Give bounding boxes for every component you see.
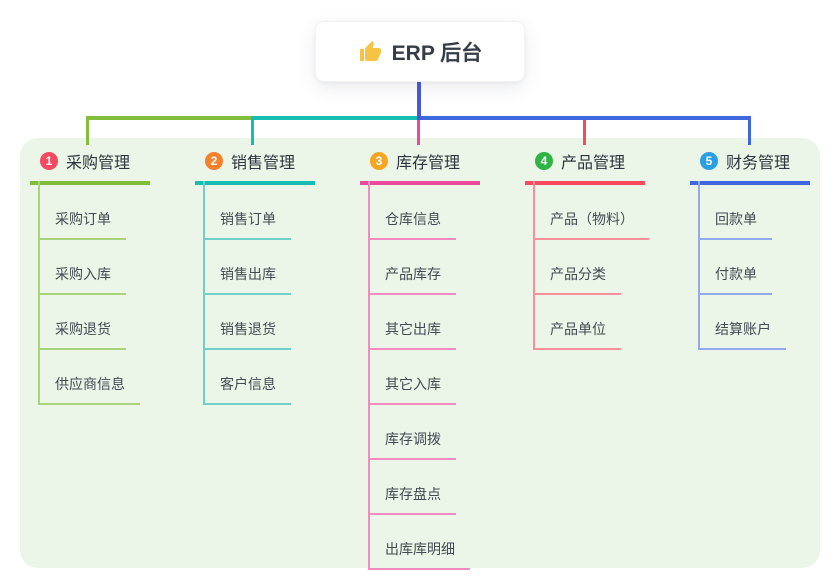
child-node[interactable]: 仓库信息 [368, 209, 456, 240]
child-node-row: 仓库信息 [368, 185, 470, 240]
branch-label: 销售管理 [231, 155, 296, 172]
child-node-row: 付款单 [698, 240, 786, 295]
child-node-row: 库存调拨 [368, 405, 470, 460]
branch-number-badge: 4 [535, 152, 553, 170]
branches-panel [20, 138, 820, 568]
branch-children: 回款单 付款单 结算账户 [698, 181, 786, 350]
child-node-row: 销售退货 [203, 295, 291, 350]
branch-children: 产品（物料） 产品分类 产品单位 [533, 181, 649, 350]
branch-number-badge: 5 [700, 152, 718, 170]
root-title: ERP 后台 [391, 41, 483, 65]
root-node[interactable]: ERP 后台 [315, 21, 525, 82]
child-node-row: 产品分类 [533, 240, 649, 295]
root-connector-line [417, 82, 421, 120]
connector-line-2 [251, 116, 422, 120]
child-node-row: 客户信息 [203, 350, 291, 405]
child-node-row: 销售出库 [203, 240, 291, 295]
branch-3: 3 库存管理 仓库信息 产品库存 其它出库 其它入库 库存调拨 库存盘点 出库库… [360, 145, 520, 570]
child-node-row: 库存盘点 [368, 460, 470, 515]
child-node[interactable]: 采购退货 [38, 319, 126, 350]
child-node-row: 回款单 [698, 185, 786, 240]
branch-number-badge: 2 [205, 152, 223, 170]
branch-4: 4 产品管理 产品（物料） 产品分类 产品单位 [525, 145, 685, 350]
branch-label: 库存管理 [396, 155, 461, 172]
branch-label: 产品管理 [561, 155, 626, 172]
branch-5: 5 财务管理 回款单 付款单 结算账户 [690, 145, 839, 350]
child-node[interactable]: 产品单位 [533, 319, 621, 350]
branch-node-5[interactable]: 5 财务管理 [690, 145, 810, 185]
child-node-row: 销售订单 [203, 185, 291, 240]
child-node[interactable]: 采购订单 [38, 209, 126, 240]
child-node[interactable]: 结算账户 [698, 319, 786, 350]
branch-children: 仓库信息 产品库存 其它出库 其它入库 库存调拨 库存盘点 出库库明细 [368, 181, 470, 570]
child-node[interactable]: 采购入库 [38, 264, 126, 295]
child-node[interactable]: 产品分类 [533, 264, 621, 295]
connector-drop-3 [417, 116, 420, 145]
subtree-line [368, 181, 370, 570]
child-node[interactable]: 回款单 [698, 209, 772, 240]
child-node[interactable]: 供应商信息 [38, 374, 140, 405]
child-node-row: 产品库存 [368, 240, 470, 295]
subtree-line [38, 181, 40, 405]
connector-drop-2 [251, 116, 254, 145]
child-node-row: 其它入库 [368, 350, 470, 405]
child-node-row: 供应商信息 [38, 350, 140, 405]
branch-label: 财务管理 [726, 155, 791, 172]
child-node-row: 产品单位 [533, 295, 649, 350]
subtree-line [203, 181, 205, 405]
branch-node-2[interactable]: 2 销售管理 [195, 145, 315, 185]
thumbs-up-icon [358, 40, 382, 64]
branch-number-badge: 3 [370, 152, 388, 170]
branch-1: 1 采购管理 采购订单 采购入库 采购退货 供应商信息 [30, 145, 190, 405]
child-node-row: 采购订单 [38, 185, 140, 240]
child-node-row: 结算账户 [698, 295, 786, 350]
branch-2: 2 销售管理 销售订单 销售出库 销售退货 客户信息 [195, 145, 355, 405]
subtree-line [533, 181, 535, 350]
branch-number-badge: 1 [40, 152, 58, 170]
connector-line-5 [418, 116, 751, 120]
child-node[interactable]: 出库库明细 [368, 539, 470, 570]
child-node[interactable]: 销售退货 [203, 319, 291, 350]
branch-node-3[interactable]: 3 库存管理 [360, 145, 480, 185]
child-node-row: 出库库明细 [368, 515, 470, 570]
branch-children: 采购订单 采购入库 采购退货 供应商信息 [38, 181, 140, 405]
child-node[interactable]: 库存盘点 [368, 484, 456, 515]
child-node[interactable]: 产品库存 [368, 264, 456, 295]
child-node[interactable]: 库存调拨 [368, 429, 456, 460]
connector-drop-1 [86, 116, 89, 145]
child-node-row: 采购退货 [38, 295, 140, 350]
subtree-line [698, 181, 700, 350]
child-node[interactable]: 客户信息 [203, 374, 291, 405]
child-node[interactable]: 付款单 [698, 264, 772, 295]
branch-label: 采购管理 [66, 155, 131, 172]
child-node[interactable]: 销售出库 [203, 264, 291, 295]
child-node[interactable]: 其它出库 [368, 319, 456, 350]
child-node-row: 其它出库 [368, 295, 470, 350]
child-node[interactable]: 销售订单 [203, 209, 291, 240]
child-node[interactable]: 产品（物料） [533, 209, 649, 240]
connector-drop-5 [748, 116, 751, 145]
branch-node-4[interactable]: 4 产品管理 [525, 145, 645, 185]
child-node[interactable]: 其它入库 [368, 374, 456, 405]
connector-drop-4 [583, 116, 586, 145]
branch-children: 销售订单 销售出库 销售退货 客户信息 [203, 181, 291, 405]
branch-node-1[interactable]: 1 采购管理 [30, 145, 150, 185]
child-node-row: 采购入库 [38, 240, 140, 295]
child-node-row: 产品（物料） [533, 185, 649, 240]
